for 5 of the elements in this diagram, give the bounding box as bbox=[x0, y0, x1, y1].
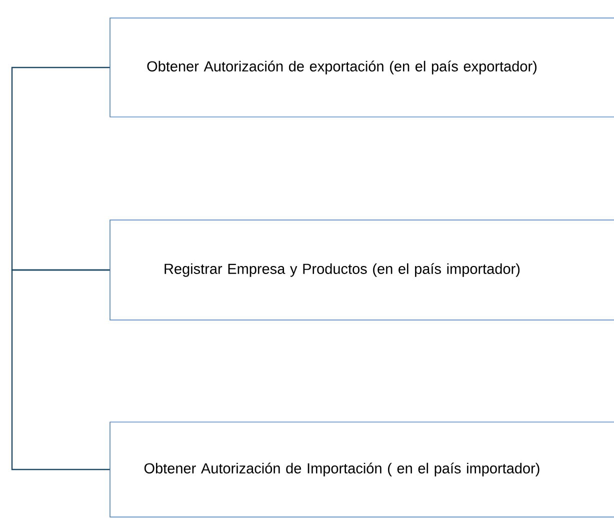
process-box: Obtener Autorización de exportación (en el país exportador) bbox=[110, 18, 614, 118]
connector-line bbox=[11, 66, 110, 271]
connector-line bbox=[11, 269, 110, 470]
process-box: Obtener Autorización de Importación ( en el país importador) bbox=[110, 422, 614, 518]
process-box: Registrar Empresa y Productos (en el país importador) bbox=[110, 220, 614, 320]
